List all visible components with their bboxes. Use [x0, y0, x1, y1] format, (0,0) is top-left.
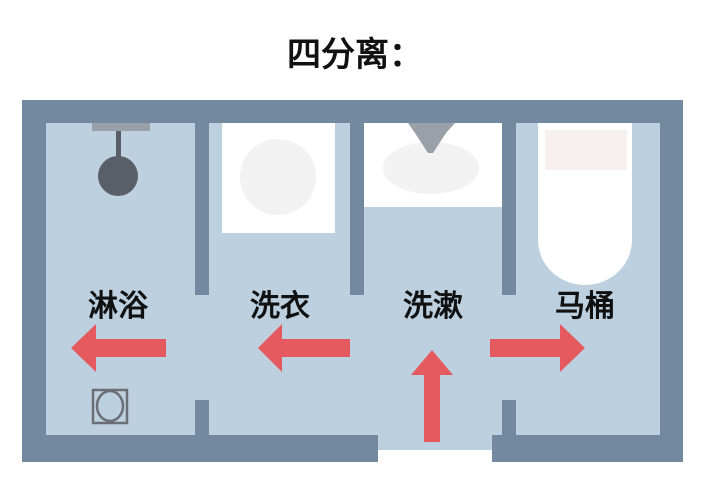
- partition-3-lower: [502, 400, 516, 435]
- shower-head-icon: [92, 123, 150, 196]
- zone-label-washbasin: 洗漱: [403, 289, 463, 324]
- arrow-left-to-laundry-icon: [258, 324, 350, 372]
- arrow-up-entrance-icon: [411, 350, 453, 442]
- diagram-title: 四分离：: [287, 35, 423, 75]
- sink-icon: [364, 123, 502, 207]
- partition-1-lower: [195, 400, 209, 435]
- arrow-right-to-toilet-icon: [490, 324, 585, 372]
- zone-label-shower: 淋浴: [88, 289, 149, 324]
- doorway-opening: [378, 450, 492, 464]
- partition-3-upper: [502, 123, 516, 295]
- floor-drain-icon: [91, 388, 129, 425]
- zone-label-laundry: 洗衣: [250, 289, 310, 324]
- toilet-icon: [538, 123, 632, 285]
- partition-1-upper: [195, 123, 209, 295]
- zone-label-toilet: 马桶: [555, 289, 615, 324]
- arrow-left-to-shower-icon: [71, 324, 166, 372]
- partition-2-upper: [350, 123, 364, 295]
- washing-machine-icon: [222, 123, 335, 233]
